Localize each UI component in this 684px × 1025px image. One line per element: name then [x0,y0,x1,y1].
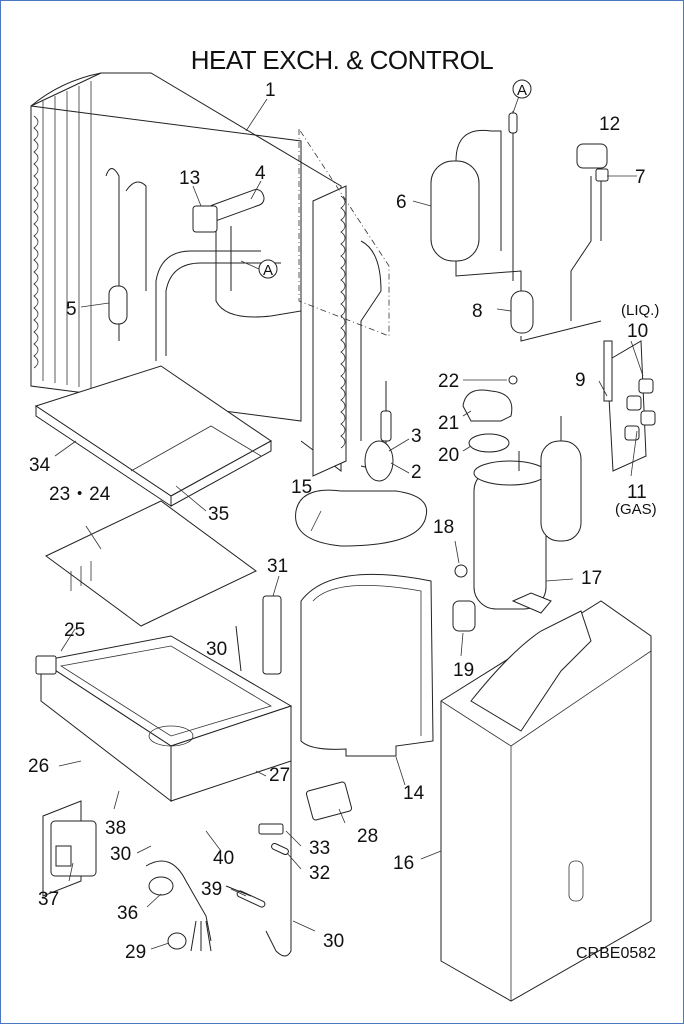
pipe-3 [380,410,392,442]
label-18: 18 [433,517,454,538]
capacitor-31 [262,595,282,675]
label-30-upper: 30 [206,639,227,660]
thermistor-39 [236,890,266,908]
four-way-valve [192,189,265,233]
label-37: 37 [38,889,59,910]
connector-marker-a-left: A [258,259,278,279]
wire-30 [235,625,242,672]
label-32: 32 [309,863,330,884]
partition-plate [300,573,434,757]
svg-text:A: A [263,262,273,279]
label-39: 39 [201,879,222,900]
label-8: 8 [472,301,483,322]
leader-lines [54,95,644,950]
liq-annotation: (LIQ.) [621,302,659,319]
label-17: 17 [581,568,602,589]
control-board-cover [34,365,272,507]
label-34: 34 [29,455,51,476]
side-panel [440,600,652,1002]
diagram-title: HEAT EXCH. & CONTROL [191,45,494,75]
label-5: 5 [66,299,77,320]
label-19: 19 [453,660,474,681]
gas-valve-11 [640,410,656,426]
label-30-lower: 30 [323,931,344,952]
wiring-harness [145,860,212,952]
label-12: 12 [599,114,620,135]
diagram-code: CRBE0582 [576,945,656,962]
liquid-valve-10 [638,378,654,394]
nut-18 [454,564,468,578]
svg-text:A: A [517,82,527,99]
label-15: 15 [291,477,312,498]
transformer [42,800,97,897]
label-27: 27 [269,765,290,786]
label-4: 4 [255,163,266,184]
label-21: 21 [438,413,459,434]
gasket-20 [468,433,510,453]
terminal-cover-21 [462,389,513,422]
label-10: 10 [627,321,648,342]
label-14: 14 [403,783,425,804]
label-29: 29 [125,942,146,963]
label-31: 31 [267,556,288,577]
gas-pipe-assembly [430,111,609,342]
label-38: 38 [105,818,126,839]
capillary-tube-2 [364,440,394,482]
terminal-25 [35,655,57,675]
heat-exchanger [30,72,390,477]
muffler-6 [430,160,480,262]
part-labels: 1 2 3 4 5 6 7 8 9 (LIQ.) 10 11 (GAS) 12 … [28,80,659,963]
label-1: 1 [265,80,276,101]
label-30-middle: 30 [110,844,131,865]
label-2: 2 [411,462,422,483]
label-22: 22 [438,371,459,392]
valve-7 [595,168,609,182]
wire-30-long [265,741,292,957]
connector-marker-a-top: A [512,79,532,99]
label-3: 3 [411,426,422,447]
terminal-block-28 [305,781,353,821]
solenoid-coil-12 [576,143,608,169]
gas-annotation: (GAS) [615,501,657,518]
service-valve-assembly [603,340,656,472]
pcb-board [45,500,257,627]
electrical-box [35,635,293,803]
fuse-32 [271,842,289,856]
label-40: 40 [213,848,234,869]
label-23-24: 23・24 [49,484,111,505]
valve-coil-13 [192,205,218,233]
sound-insulation-15 [295,489,428,547]
label-20: 20 [438,445,459,466]
compressor [473,416,582,614]
label-36: 36 [117,903,138,924]
label-33: 33 [309,838,330,859]
label-7: 7 [635,167,646,188]
label-13: 13 [179,168,200,189]
label-35: 35 [208,504,229,525]
label-11: 11 [627,482,647,503]
label-26: 26 [28,756,49,777]
fuse-holder-33 [258,823,284,835]
label-25: 25 [64,620,85,641]
label-9: 9 [575,370,586,391]
label-6: 6 [396,192,407,213]
ferrite-core-29 [167,932,187,950]
label-28: 28 [357,826,378,847]
muffler-8 [510,290,534,334]
accumulator [540,440,582,542]
strainer-5 [108,285,128,325]
label-16: 16 [393,853,414,874]
nut-22 [508,375,518,385]
grommet-19 [452,600,476,632]
